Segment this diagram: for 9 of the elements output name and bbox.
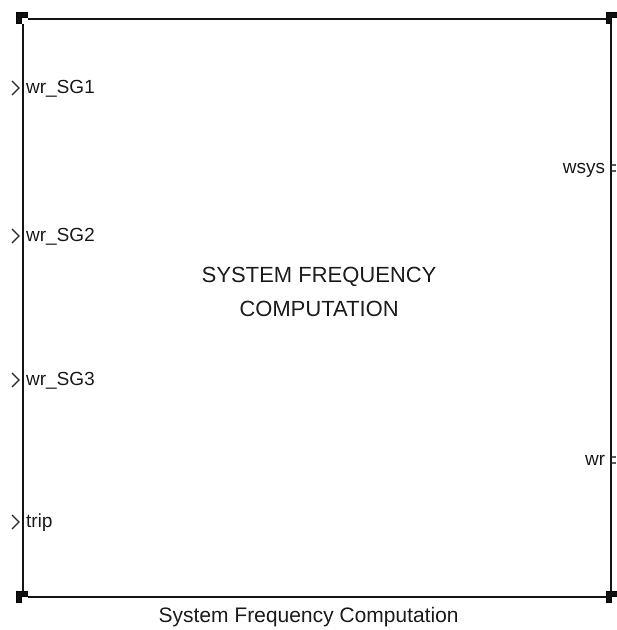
port-label: trip xyxy=(26,511,52,533)
block-title: SYSTEM FREQUENCY COMPUTATION xyxy=(200,261,438,323)
block-name: System Frequency Computation xyxy=(158,604,460,628)
subsystem-block xyxy=(22,18,612,598)
port-label: wr xyxy=(584,449,605,471)
port-label: wr_SG3 xyxy=(26,369,95,391)
port-label: wr_SG1 xyxy=(26,77,95,99)
port-label: wsys xyxy=(562,157,605,179)
port-label: wr_SG2 xyxy=(26,225,95,247)
